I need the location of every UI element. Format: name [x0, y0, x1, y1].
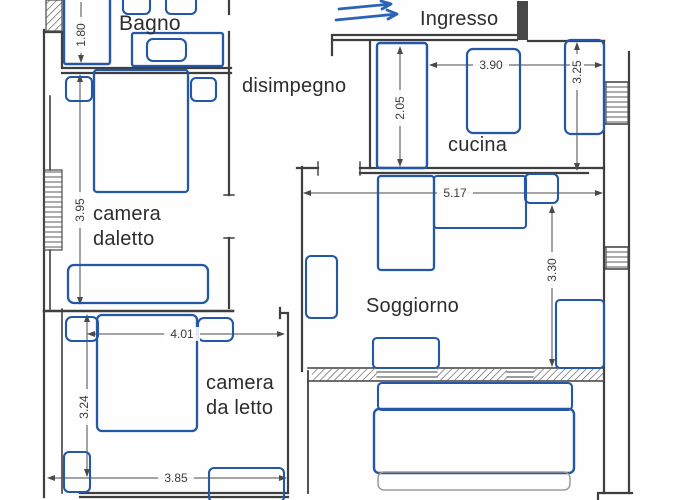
camera1-nightstand-left — [64, 75, 94, 103]
dim-cucina-unit-length: 2.05 — [393, 90, 407, 126]
camera1-nightstand-right — [189, 76, 218, 103]
dim-soggiorno-width: 5.17 — [437, 186, 473, 200]
dim-camera2-lower-width: 3.85 — [158, 471, 194, 485]
right-wing-cabinet — [563, 38, 606, 136]
camera2-bed — [95, 313, 199, 433]
dim-cucina-width: 3.90 — [473, 58, 509, 72]
entrance-arrow-2 — [334, 8, 399, 22]
camera-daletto-line1: camera — [93, 203, 161, 225]
door-jambs-soggiorno — [317, 161, 361, 176]
room-label-soggiorno: Soggiorno — [366, 295, 459, 317]
room-label-ingresso: Ingresso — [420, 8, 499, 30]
cucina-table — [465, 47, 522, 135]
dim-soggiorno-depth: 3.30 — [545, 252, 559, 288]
camera2-cabinet — [207, 466, 286, 500]
room-label-camera-da-letto: camera da letto — [206, 371, 274, 421]
dim-camera-daletto-length: 3.95 — [73, 192, 87, 228]
bagno-shower-box — [62, 0, 112, 66]
sofa-seat — [372, 407, 576, 475]
room-label-disimpegno: disimpegno — [242, 75, 347, 97]
window-right-upper — [605, 81, 629, 125]
camera1-bed — [92, 68, 190, 194]
wall-soggiorno-top — [295, 166, 606, 175]
wall-chunk-top — [517, 1, 528, 40]
windows — [43, 0, 629, 381]
wall-hatch-topleft — [45, 0, 63, 32]
camera2-radiator — [62, 450, 92, 494]
dim-camera2-depth: 3.24 — [77, 389, 91, 425]
cucina-unit — [375, 41, 429, 170]
wall-bottom-right — [596, 491, 634, 500]
soggiorno-wide-unit — [432, 174, 528, 230]
corridor-cabinet — [304, 254, 339, 320]
room-label-camera-daletto: camera daletto — [93, 202, 161, 252]
furniture — [62, 0, 606, 500]
soggiorno-right-chair — [554, 298, 606, 370]
bagno-sink-2 — [164, 0, 198, 16]
wall-left-step — [42, 30, 64, 69]
soggiorno-tall-unit — [376, 174, 436, 272]
window-left — [43, 169, 63, 251]
entrance-arrows-icon — [334, 0, 399, 22]
dim-right-wing: 3.25 — [570, 54, 584, 90]
window-right-lower — [605, 246, 629, 270]
wall-bottom — [78, 491, 290, 499]
camera-da-letto-line2: da letto — [206, 397, 274, 419]
soggiorno-table — [371, 336, 441, 370]
room-label-cucina: cucina — [448, 134, 508, 156]
bagno-bathtub-inner — [145, 37, 188, 63]
balcony-hatch-3 — [533, 369, 604, 381]
bagno-bathtub — [130, 31, 225, 68]
balcony-hatch-1 — [312, 369, 377, 381]
sofa-base — [377, 471, 571, 491]
balcony-hatch-2 — [437, 369, 507, 381]
door-jambs-corridor — [223, 194, 235, 239]
bagno-sink-1 — [121, 0, 152, 16]
dim-bagno-width: 1.80 — [74, 17, 88, 53]
dim-camera2-width: 4.01 — [164, 327, 200, 341]
camera1-dresser — [66, 263, 210, 305]
entrance-arrow-1 — [337, 0, 393, 11]
balcony-door-lines — [376, 371, 534, 378]
camera-da-letto-line1: camera — [206, 372, 274, 394]
camera-daletto-line2: daletto — [93, 228, 155, 250]
soggiorno-small-unit — [523, 172, 560, 205]
room-label-bagno: Bagno — [119, 12, 181, 35]
wall-bagno-bottom — [60, 66, 233, 75]
wall-ingresso-bottom — [330, 33, 519, 57]
sofa-back — [376, 381, 574, 412]
wall-corridor-step — [278, 306, 290, 320]
camera2-nightstand-left — [64, 315, 100, 343]
camera2-nightstand-right — [196, 316, 235, 343]
